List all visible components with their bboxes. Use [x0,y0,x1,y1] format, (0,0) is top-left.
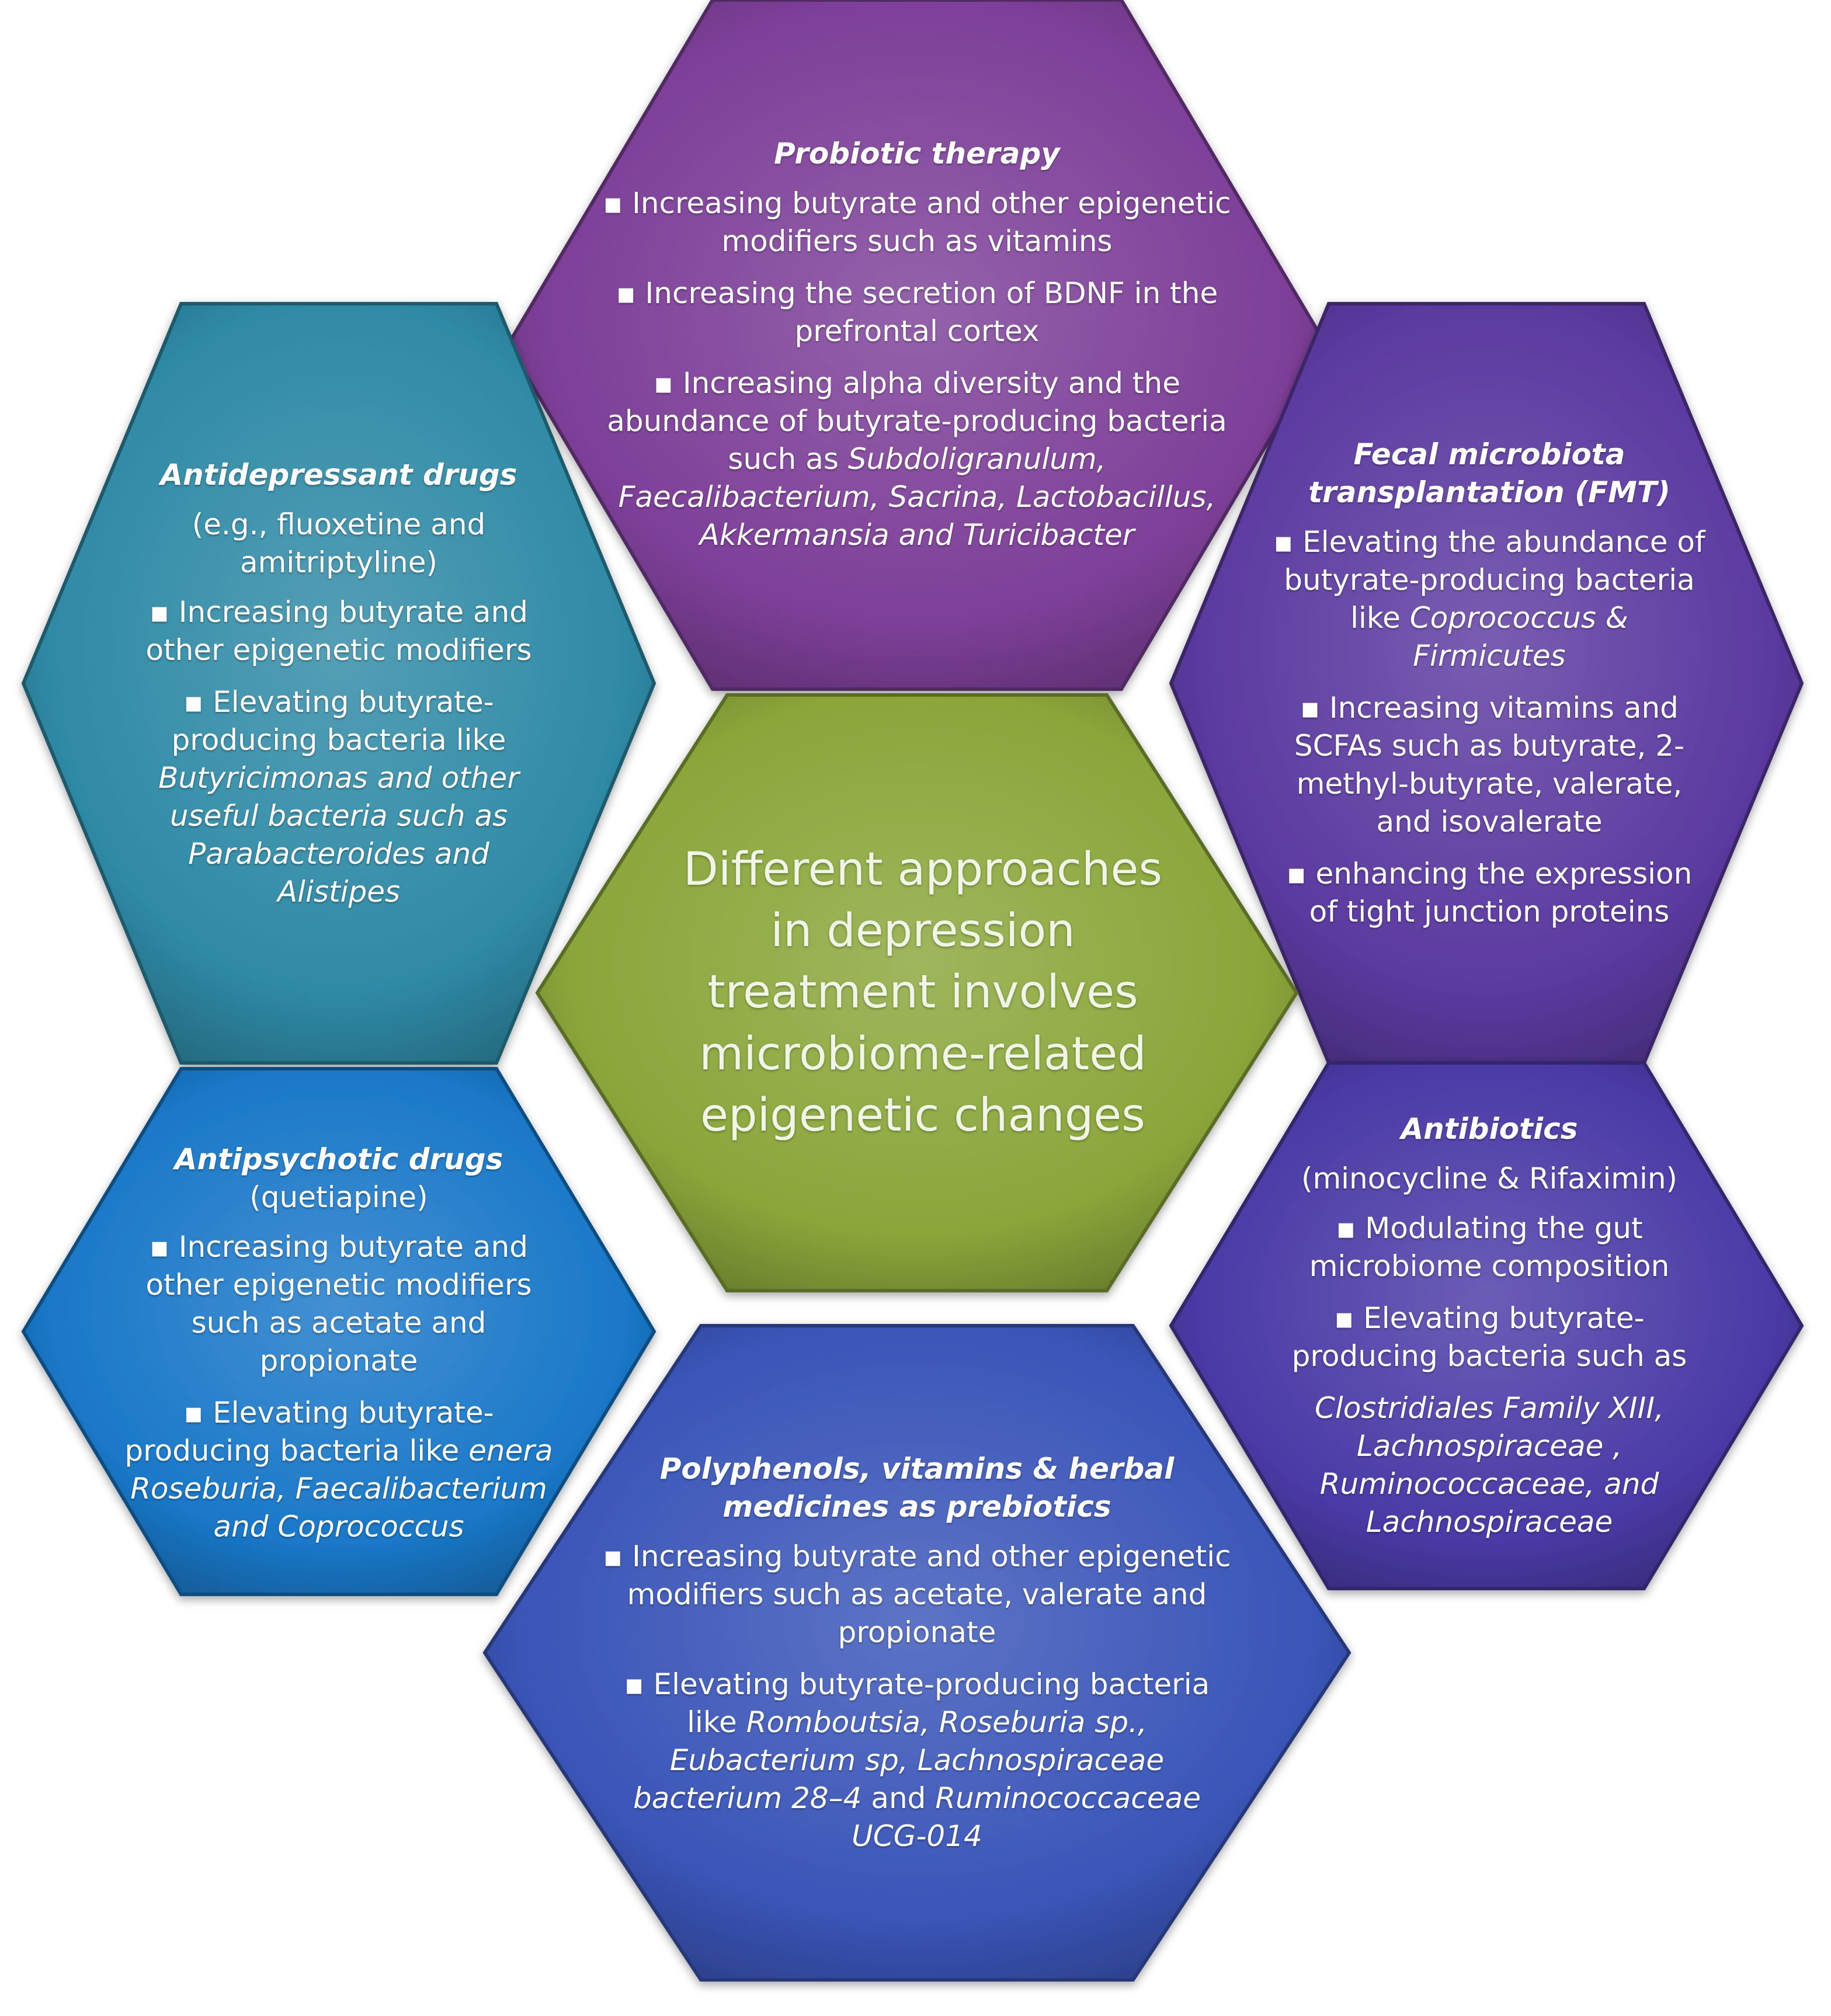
antipsychotic-point-2-bacteria: enera Roseburia, Faecalibacterium and Co… [130,1434,553,1544]
antipsychotic-point-2: ▪ Elevating butyrate-producing bacteria … [117,1394,561,1546]
antidepressant-subtitle: (e.g., fluoxetine and amitriptyline) [192,507,486,579]
antibiotics-hexagon [1169,1061,1804,1590]
center-line-2: in depression [770,905,1075,958]
center-line-1: Different approaches [683,843,1163,896]
polyphenols-point-1: ▪ Increasing butyrate and other epigenet… [603,1539,1231,1649]
antidepressant-point-2: ▪ Elevating butyrate-producing bacteria … [134,683,543,911]
antibiotics-hexagon-text: Antibiotics (minocycline & Rifaximin) ▪ … [1273,1063,1705,1589]
antipsychotic-point-2-text: ▪ Elevating butyrate-producing bacteria … [124,1396,494,1468]
antidepressant-hexagon [21,302,656,1065]
antibiotics-title: Antibiotics [1401,1112,1578,1146]
antibiotics-subtitle: (minocycline & Rifaximin) [1301,1162,1678,1195]
polyphenols-hexagon [482,1324,1351,1982]
fmt-title: Fecal microbiota transplantation (FMT) [1308,437,1670,509]
antibiotics-point-2-bacteria: Clostridiales Family XIII, Lachnospirace… [1314,1391,1665,1539]
antidepressant-point-2-bacteria: Butyricimonas and other useful bacteria … [158,760,519,909]
probiotic-point-1: ▪ Increasing butyrate and other epigenet… [603,186,1231,258]
antipsychotic-title: Antipsychotic drugs [174,1142,503,1176]
antidepressant-hexagon-text: Antidepressant drugs (e.g., fluoxetine a… [134,374,543,993]
fmt-point-2: ▪ Increasing vitamins and SCFAs such as … [1294,691,1685,839]
antidepressant-point-2-text: ▪ Elevating butyrate-producing bacteria … [171,684,506,757]
probiotic-point-3-text: ▪ Increasing alpha diversity and the abu… [607,366,1227,476]
fmt-point-1-bacteria: Coprococcus & Firmicutes [1409,601,1628,673]
fmt-point-1-text: ▪ Elevating the abundance of butyrate-pr… [1273,525,1705,635]
polyphenols-point-2: ▪ Elevating butyrate-producing bacteria … [602,1666,1232,1855]
antipsychotic-subtitle: (quetiapine) [249,1180,428,1214]
center-line-4: microbiome-related [699,1027,1146,1080]
antibiotics-point-2: ▪ Elevating butyrate-producing bacteria … [1273,1299,1705,1375]
center-line-5: epigenetic changes [700,1089,1145,1142]
antidepressant-title: Antidepressant drugs [160,457,517,492]
polyphenols-point-2-text: ▪ Elevating butyrate-producing bacteria … [624,1667,1210,1739]
polyphenols-point-2-and: and [871,1781,926,1815]
fmt-point-1: ▪ Elevating the abundance of butyrate-pr… [1273,523,1705,675]
antibiotics-point-1: ▪ Modulating the gut microbiome composit… [1309,1211,1670,1283]
probiotic-point-2: ▪ Increasing the secretion of BDNF in th… [616,276,1218,348]
probiotic-title: Probiotic therapy [774,137,1060,171]
probiotic-point-3-bacteria: Subdoligranulum, Faecalibacterium, Sacri… [618,442,1216,552]
antipsychotic-hexagon [21,1067,656,1596]
polyphenols-point-2-bacteria-2: Ruminococcaceae UCG-014 [852,1781,1201,1853]
antidepressant-point-1: ▪ Increasing butyrate and other epigenet… [145,595,532,667]
fmt-hexagon-text: Fecal microbiota transplantation (FMT) ▪… [1273,374,1705,993]
center-line-3: treatment involves [707,966,1138,1019]
center-hexagon-text: Different approaches in depression treat… [613,783,1232,1203]
antibiotics-point-2-text: ▪ Elevating butyrate-producing bacteria … [1291,1301,1687,1373]
fmt-point-3: ▪ enhancing the expression of tight junc… [1286,857,1693,929]
center-hexagon [535,693,1299,1292]
antipsychotic-point-1: ▪ Increasing butyrate and other epigenet… [145,1230,532,1378]
probiotic-point-3: ▪ Increasing alpha diversity and the abu… [602,364,1232,554]
antipsychotic-hexagon-text: Antipsychotic drugs (quetiapine) ▪ Incre… [117,1086,561,1600]
polyphenols-hexagon-text: Polyphenols, vitamins & herbal medicines… [602,1390,1232,1916]
polyphenols-point-2-bacteria-1: Romboutsia, Roseburia sp., Eubacterium s… [633,1705,1165,1815]
probiotic-hexagon-text: Probiotic therapy ▪ Increasing butyrate … [602,35,1232,654]
polyphenols-title: Polyphenols, vitamins & herbal medicines… [659,1452,1175,1524]
